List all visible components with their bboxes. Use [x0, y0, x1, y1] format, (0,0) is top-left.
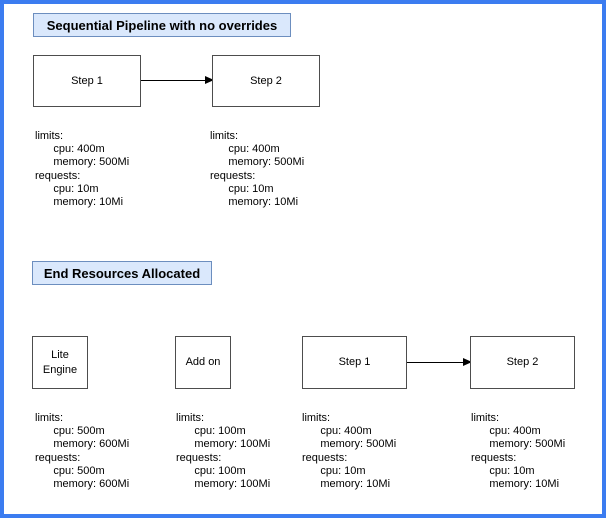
arrow-end-step1-to-step2	[407, 358, 472, 366]
node-step-2: Step 2	[212, 55, 320, 107]
node-add-on: Add on	[175, 336, 231, 389]
node-end-step-1: Step 1	[302, 336, 407, 389]
resources-step-1: limits: cpu: 400m memory: 500Mi requests…	[35, 130, 130, 209]
resources-step-2: limits: cpu: 400m memory: 500Mi requests…	[210, 130, 305, 209]
section-title-end-resources: End Resources Allocated	[32, 261, 212, 285]
section-title-sequential-pipeline: Sequential Pipeline with no overrides	[33, 13, 291, 37]
resources-add-on: limits: cpu: 100m memory: 100Mi requests…	[176, 412, 271, 491]
node-end-step-2: Step 2	[470, 336, 575, 389]
resources-lite-engine: limits: cpu: 500m memory: 600Mi requests…	[35, 412, 130, 491]
resources-end-step-1: limits: cpu: 400m memory: 500Mi requests…	[302, 412, 397, 491]
arrow-step1-to-step2	[141, 76, 214, 84]
resources-end-step-2: limits: cpu: 400m memory: 500Mi requests…	[471, 412, 566, 491]
node-lite-engine: Lite Engine	[32, 336, 88, 389]
node-step-1: Step 1	[33, 55, 141, 107]
